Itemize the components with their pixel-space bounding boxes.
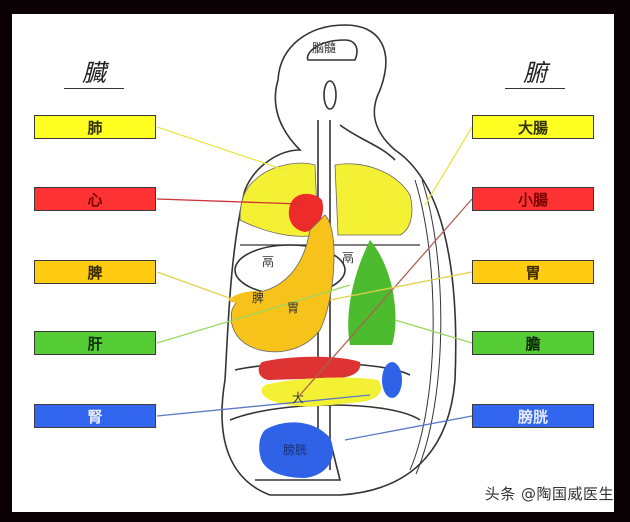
label-liver: 肝	[34, 331, 156, 355]
stomach-shape	[230, 214, 335, 353]
annotation-diaphragm-right: 鬲	[342, 251, 354, 265]
label-stomach: 胃	[472, 260, 594, 284]
label-text: 大腸	[517, 118, 548, 137]
label-heart: 心	[34, 187, 156, 211]
label-text: 膀胱	[517, 407, 548, 426]
bladder-shape	[259, 422, 333, 478]
label-lung: 肺	[34, 115, 156, 139]
label-gallbladder: 膽	[472, 331, 594, 355]
label-text: 肺	[87, 118, 103, 137]
annotation-diaphragm-left: 鬲	[262, 255, 274, 269]
annotation-bladder: 膀胱	[283, 442, 307, 457]
label-text: 膽	[525, 334, 541, 353]
kidney-shape	[382, 362, 402, 398]
label-kidney: 腎	[34, 404, 156, 428]
intestine-red	[258, 356, 361, 380]
label-small-intestine: 小腸	[472, 187, 594, 211]
label-text: 肝	[87, 334, 103, 353]
label-spleen: 脾	[34, 260, 156, 284]
annotation-brain: 脳髓	[312, 41, 336, 55]
heading-zang: 臓	[64, 58, 124, 89]
annotation-spleen: 脾	[252, 290, 264, 305]
lung-shape-right	[334, 163, 413, 236]
intestine-yellow	[261, 377, 381, 407]
label-text: 脾	[87, 263, 103, 282]
label-text: 腎	[87, 407, 103, 426]
label-text: 胃	[525, 263, 541, 282]
annotation-large: 大	[292, 391, 304, 405]
label-text: 小腸	[517, 190, 548, 209]
annotation-stomach: 胃	[287, 301, 299, 315]
liver-shape	[348, 240, 396, 345]
watermark: 头条 @陶国威医生	[484, 485, 614, 503]
label-text: 心	[87, 190, 103, 209]
label-large-intestine: 大腸	[472, 115, 594, 139]
heading-fu: 腑	[505, 58, 565, 89]
label-bladder: 膀胱	[472, 404, 594, 428]
